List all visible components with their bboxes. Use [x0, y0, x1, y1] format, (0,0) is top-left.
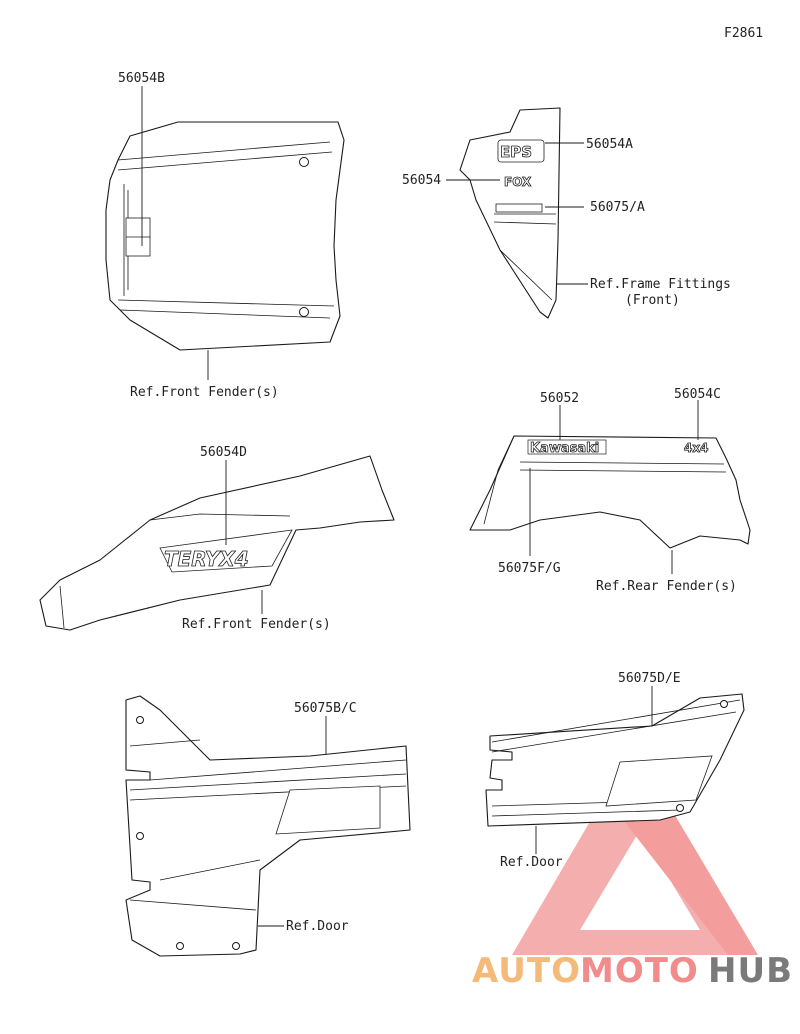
mounting-hole — [136, 832, 144, 840]
door-right-window-panel — [605, 755, 713, 807]
door-left-window-panel — [275, 785, 381, 835]
mounting-hole — [299, 157, 309, 167]
front-fender-top-ridges — [117, 141, 335, 319]
ref-frame-fittings-label: Ref.Frame Fittings — [590, 277, 731, 292]
figure-code: F2861 — [724, 26, 763, 41]
watermark-word-hub: HUB — [708, 951, 793, 991]
label-56075FG: 56075F/G — [498, 561, 561, 576]
door-left-lines — [129, 739, 407, 911]
door-left-part: 56075B/C Ref.Door — [125, 695, 411, 957]
front-fender-top-body — [105, 121, 345, 351]
mounting-hole — [299, 307, 309, 317]
door-left-body — [125, 695, 411, 957]
mounting-hole — [676, 804, 684, 812]
frame-fitting-part: EPS FOX 56054A 56054 56075/A Ref.Frame F… — [402, 107, 731, 319]
watermark-word-auto: AUTO — [472, 951, 581, 991]
mounting-hole — [232, 942, 240, 950]
door-right-part: 56075D/E Ref.Door — [485, 671, 745, 870]
front-fender-top-part: 56054B Ref.Front Fender(s) — [105, 71, 345, 400]
watermark-wordmark: AUTO MOTO HUB — [472, 951, 793, 991]
ref-front-fender-label: Ref.Front Fender(s) — [130, 385, 279, 400]
frame-fitting-body — [459, 107, 561, 319]
front-fender-side-lines — [59, 513, 291, 629]
door-right-lines — [491, 699, 741, 817]
decal-teryx4-bg — [159, 529, 293, 573]
label-56054D: 56054D — [200, 445, 247, 460]
label-56054A: 56054A — [586, 137, 633, 152]
watermark-triangle-inner — [580, 830, 700, 930]
label-56052: 56052 — [540, 391, 579, 406]
watermark-logo — [512, 770, 758, 955]
decal-56075A — [495, 203, 543, 213]
decal-kawasaki-text: Kawasaki — [530, 441, 599, 456]
decal-fox-text: FOX — [504, 175, 532, 189]
label-56075A: 56075/A — [590, 200, 645, 215]
mounting-hole — [176, 942, 184, 950]
decal-eps — [497, 139, 545, 163]
label-56054B: 56054B — [118, 71, 165, 86]
front-fender-side-part: TERYX4 56054D Ref.Front Fender(s) — [39, 445, 395, 632]
mounting-hole — [136, 716, 144, 724]
ref-door-left-label: Ref.Door — [286, 919, 349, 934]
label-56075DE: 56075D/E — [618, 671, 681, 686]
frame-fitting-lines — [493, 213, 557, 301]
rear-fender-body — [469, 435, 751, 549]
ref-frame-fittings-sub: (Front) — [625, 293, 680, 308]
watermark-triangle-stripe — [600, 790, 758, 955]
decal-eps-text: EPS — [500, 143, 532, 161]
rear-fender-lines — [483, 435, 727, 525]
decal-4x4-text: 4x4 — [684, 441, 708, 455]
ref-front-fender-side-label: Ref.Front Fender(s) — [182, 617, 331, 632]
watermark-word-moto: MOTO — [580, 951, 699, 991]
mounting-hole — [720, 700, 728, 708]
label-56054C: 56054C — [674, 387, 721, 402]
decal-teryx4-text: TERYX4 — [164, 547, 249, 571]
ref-rear-fender-label: Ref.Rear Fender(s) — [596, 579, 737, 594]
ref-door-right-label: Ref.Door — [500, 855, 563, 870]
rear-fender-part: Kawasaki 4x4 56052 56054C 56075F/G Ref.R… — [469, 387, 751, 594]
label-56075BC: 56075B/C — [294, 701, 357, 716]
decal-kawasaki — [527, 439, 607, 455]
label-56054: 56054 — [402, 173, 441, 188]
